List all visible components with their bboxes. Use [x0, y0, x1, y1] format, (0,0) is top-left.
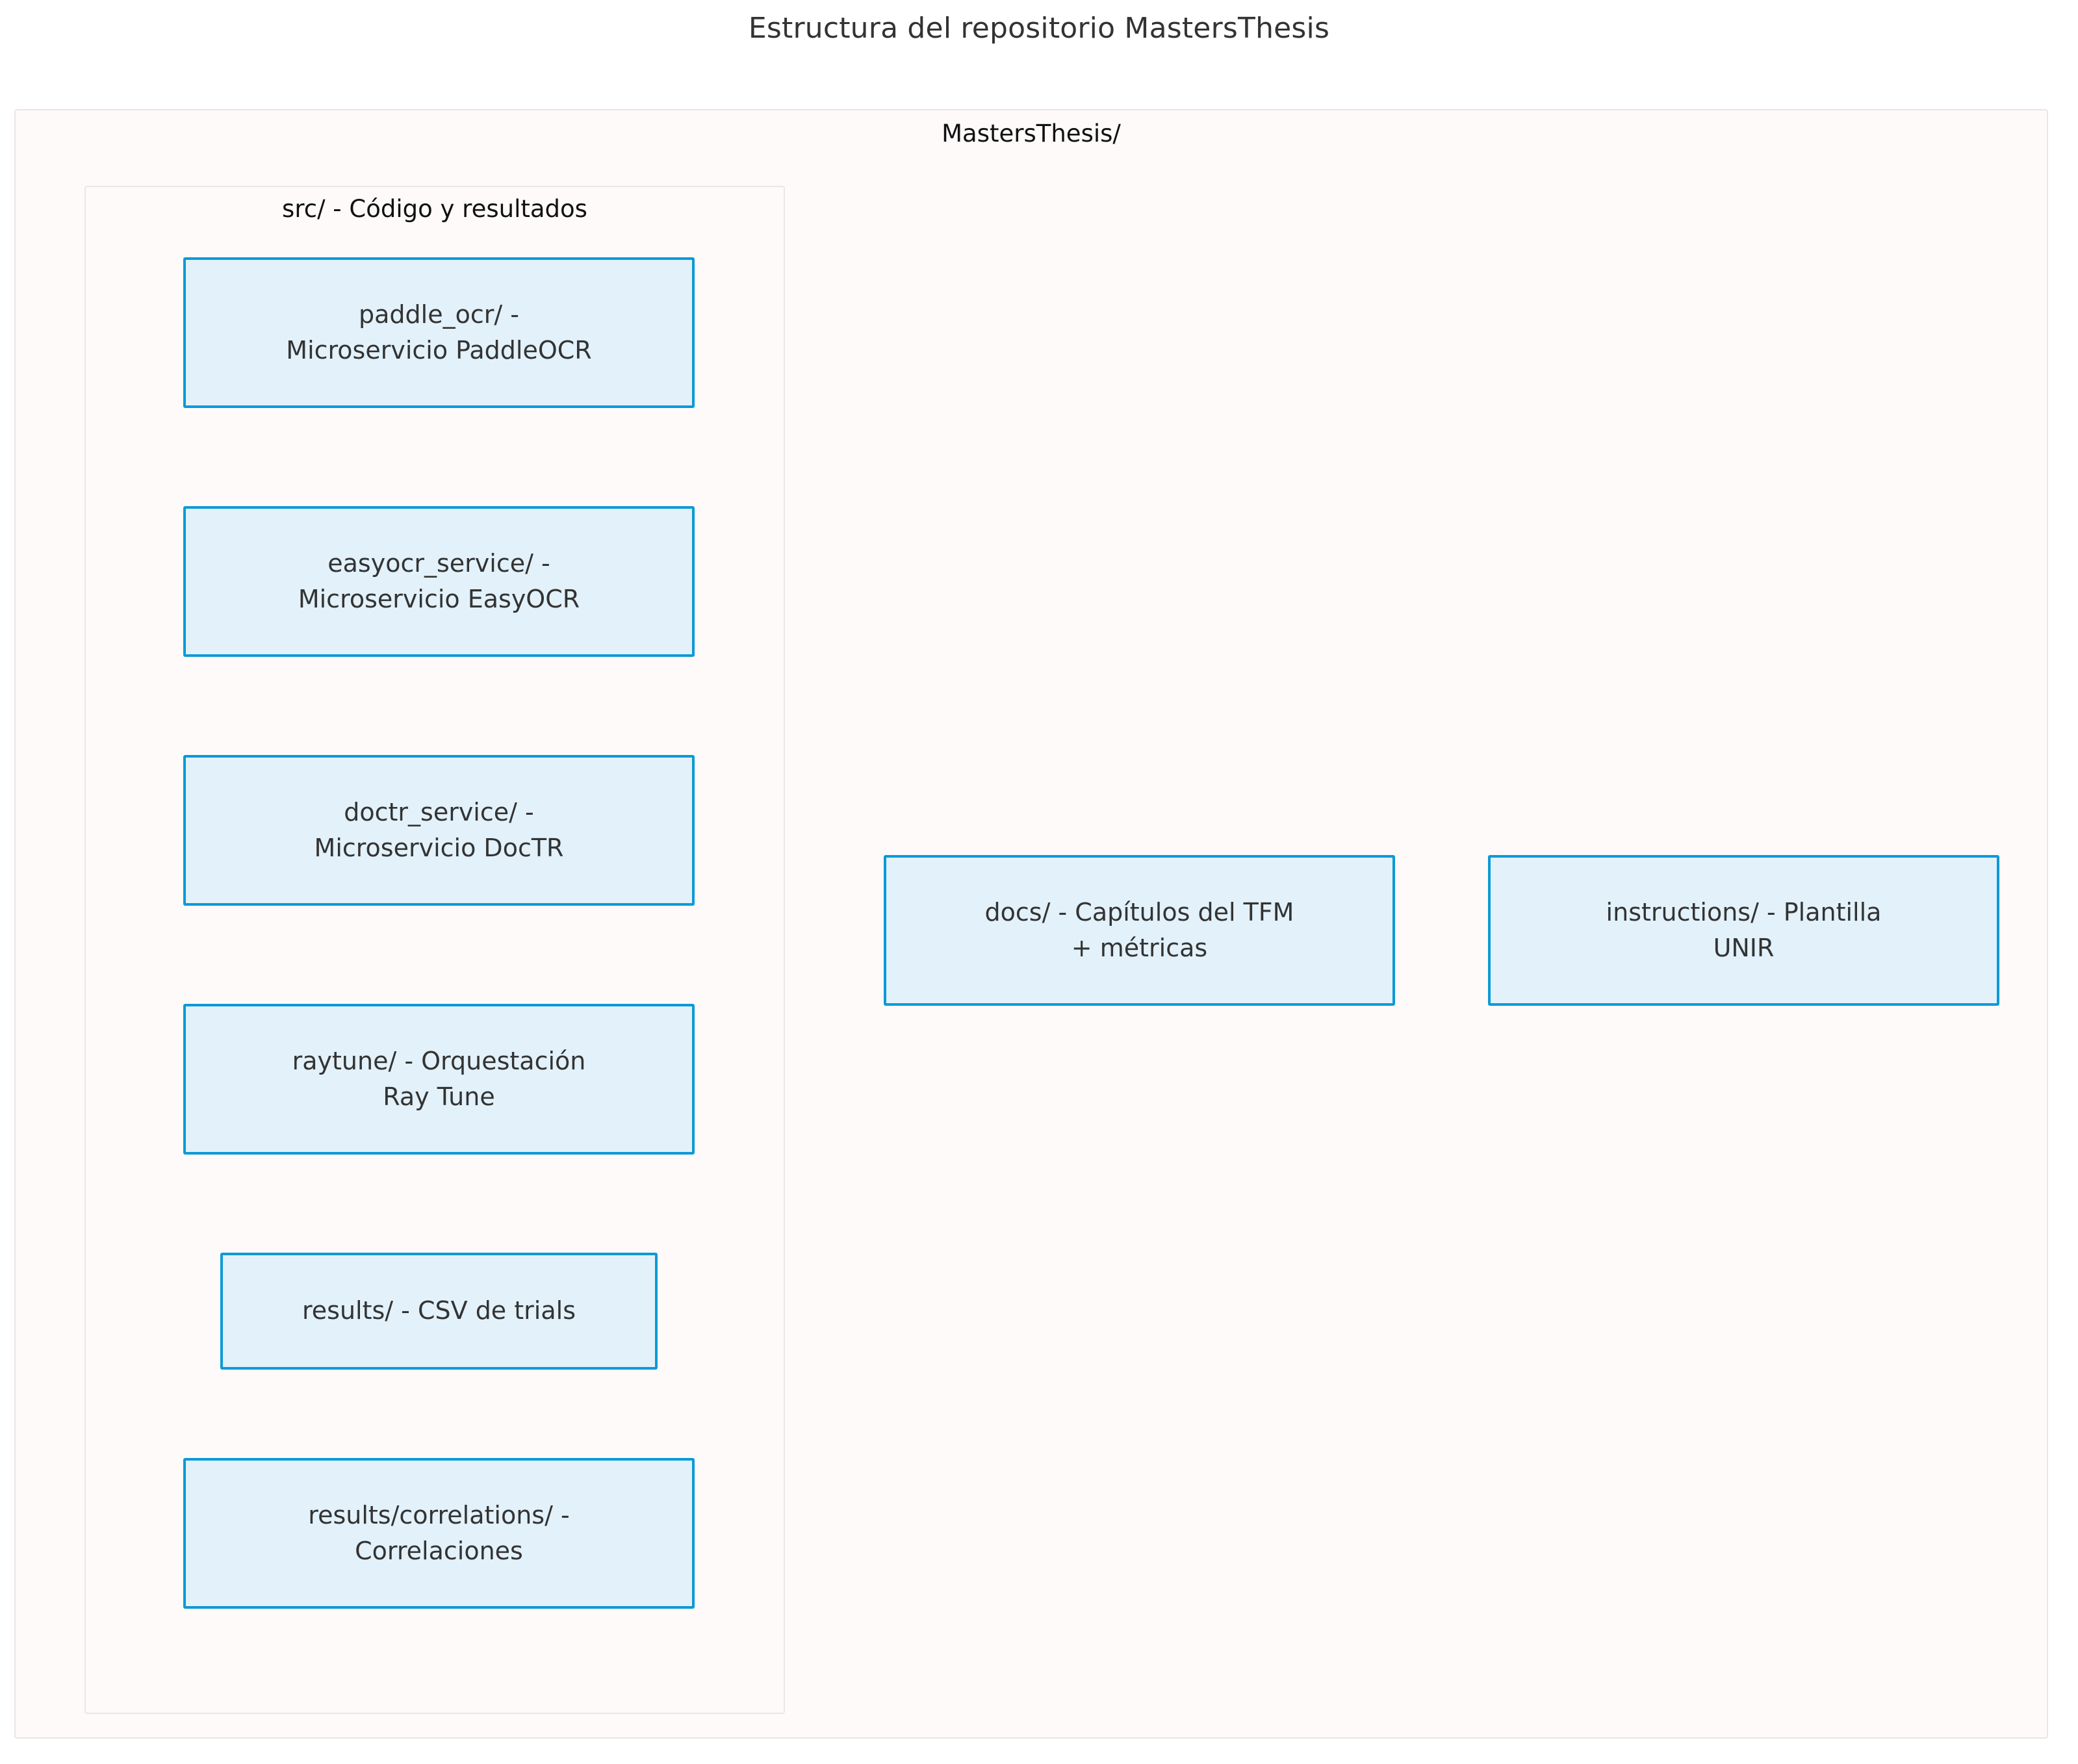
node-paddle-ocr[interactable]: paddle_ocr/ - Microservicio PaddleOCR [183, 257, 695, 408]
node-doctr-service[interactable]: doctr_service/ - Microservicio DocTR [183, 755, 695, 906]
subgraph-src: src/ - Código y resultados paddle_ocr/ -… [84, 186, 785, 1714]
subgraph-mastersthesis: MastersThesis/ src/ - Código y resultado… [14, 109, 2048, 1739]
diagram-title: Estructura del repositorio MastersThesis [748, 12, 1330, 45]
node-doctr-service-label: doctr_service/ - Microservicio DocTR [314, 797, 564, 862]
node-results[interactable]: results/ - CSV de trials [220, 1253, 658, 1370]
subgraph-src-label: src/ - Código y resultados [282, 195, 587, 223]
node-instructions[interactable]: instructions/ - Plantilla UNIR [1488, 855, 1999, 1006]
node-raytune[interactable]: raytune/ - Orquestación Ray Tune [183, 1004, 695, 1155]
node-docs[interactable]: docs/ - Capítulos del TFM + métricas [884, 855, 1395, 1006]
node-easyocr-service-label: easyocr_service/ - Microservicio EasyOCR [298, 548, 580, 613]
node-results-correlations-label: results/correlations/ - Correlaciones [308, 1500, 570, 1565]
node-results-correlations[interactable]: results/correlations/ - Correlaciones [183, 1458, 695, 1609]
node-results-label: results/ - CSV de trials [301, 1296, 576, 1325]
node-docs-label: docs/ - Capítulos del TFM + métricas [984, 897, 1294, 962]
node-paddle-ocr-label: paddle_ocr/ - Microservicio PaddleOCR [286, 300, 592, 364]
subgraph-mastersthesis-label: MastersThesis/ [942, 120, 1121, 147]
node-raytune-label: raytune/ - Orquestación Ray Tune [292, 1046, 586, 1111]
node-easyocr-service[interactable]: easyocr_service/ - Microservicio EasyOCR [183, 506, 695, 657]
node-instructions-label: instructions/ - Plantilla UNIR [1606, 897, 1882, 962]
